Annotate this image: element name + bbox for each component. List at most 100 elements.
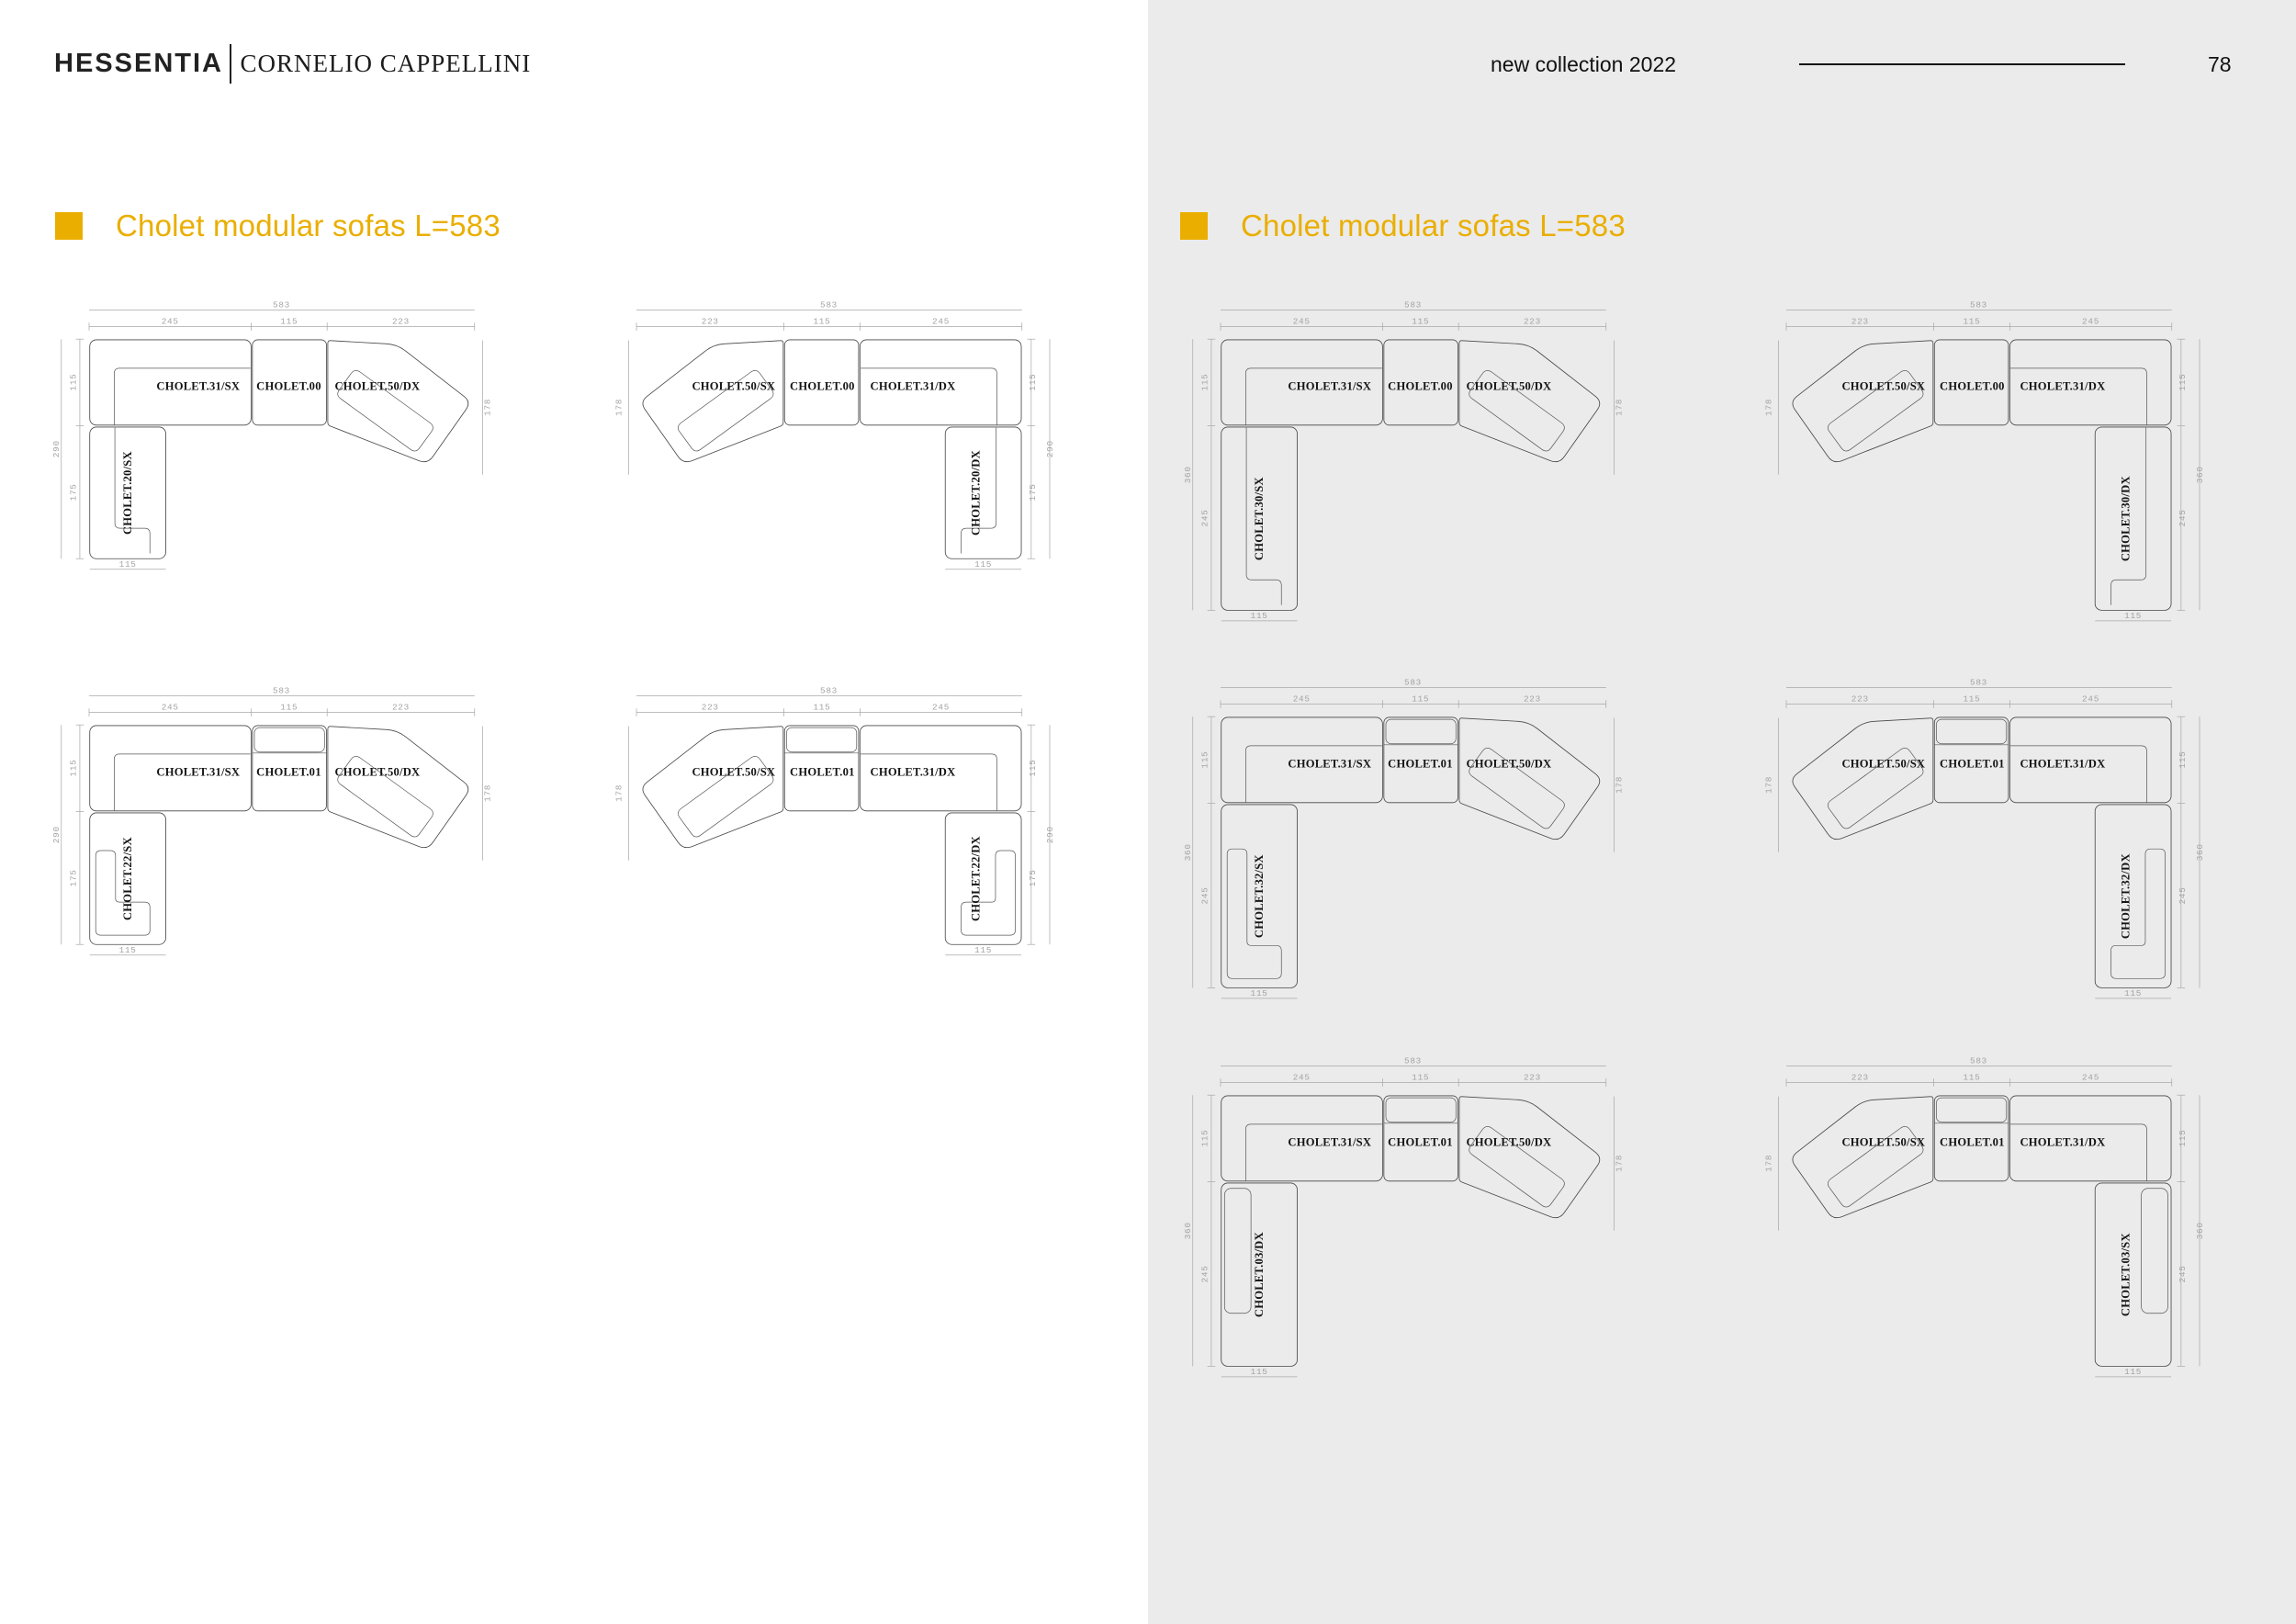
dim-chaise-drop: 178	[1614, 399, 1624, 416]
dim-side-segment: 175	[69, 483, 79, 501]
module-label-corner: CHOLET.31/DX	[2020, 757, 2106, 770]
dim-side-segment: 115	[1028, 373, 1038, 390]
dim-side-segment: 115	[69, 373, 79, 390]
dim-side-segment: 115	[69, 759, 79, 776]
title-bullet-icon	[1180, 212, 1208, 240]
dim-top-segment: 115	[1412, 694, 1429, 704]
module-inner-lines	[1828, 367, 2147, 605]
dim-chaise-drop: 178	[1763, 776, 1773, 794]
dim-chaise-drop: 178	[1763, 399, 1773, 416]
module-label-return: CHOLET.30/SX	[1253, 477, 1266, 560]
module-label-middle: CHOLET.00	[790, 379, 855, 392]
page-number: 78	[2208, 52, 2232, 76]
module-labels: CHOLET.31/DX CHOLET.00 CHOLET.50/SX CHOLET.…	[1841, 379, 2132, 560]
module-label-chaise: CHOLET.50/DX	[1466, 1135, 1551, 1148]
dim-bottom: 115	[2124, 988, 2142, 998]
dim-bottom: 115	[1251, 988, 1268, 998]
dim-top-total: 583	[1970, 677, 1987, 687]
dim-chaise-drop: 178	[613, 784, 624, 802]
dim-chaise-drop: 178	[1763, 1155, 1773, 1172]
module-label-chaise: CHOLET.50/SX	[1841, 1135, 1925, 1148]
module-label-corner: CHOLET.31/DX	[2020, 379, 2106, 392]
dim-side-total: 360	[2195, 466, 2205, 483]
dim-side-segment: 175	[1028, 483, 1038, 501]
dim-top-segment: 245	[1293, 1072, 1311, 1082]
dim-top-segment: 115	[1963, 316, 1980, 326]
module-outlines	[1792, 716, 2172, 988]
dim-top-segment: 115	[280, 702, 298, 712]
module-outlines	[642, 339, 1022, 559]
dim-side-segment: 115	[1200, 373, 1210, 390]
dim-top-segment: 223	[1524, 316, 1541, 326]
dim-side-segment: 245	[1200, 886, 1210, 904]
dim-top-segment: 223	[702, 316, 719, 326]
logo-divider	[229, 43, 232, 84]
dim-side-total: 360	[1183, 1222, 1193, 1239]
module-outlines	[89, 725, 469, 945]
module-outlines	[1792, 1095, 2172, 1367]
sofa-diagram-right-page-row3-right: CHOLET.31/DXCHOLET.01CHOLET.50/SXCHOLET.…	[1763, 1055, 2205, 1378]
brand-logo-hessentia: HESSENTIA	[54, 48, 223, 78]
dim-top-segment: 245	[162, 316, 179, 326]
dim-side-segment: 245	[2178, 1265, 2188, 1282]
dim-side-total: 360	[2195, 1222, 2205, 1239]
module-inner-lines	[1223, 1097, 1565, 1314]
module-label-return: CHOLET.30/DX	[2120, 476, 2133, 561]
dim-top-total: 583	[820, 685, 838, 695]
module-label-return: CHOLET.20/SX	[121, 451, 134, 535]
module-inner-lines	[1245, 367, 1565, 605]
module-label-chaise: CHOLET.50/DX	[334, 379, 420, 392]
section-title-right-text: Cholet modular sofas L=583	[1241, 209, 1626, 242]
dim-side-total: 360	[1183, 466, 1193, 483]
dim-top-segment: 245	[1293, 694, 1311, 704]
module-outlines	[1792, 339, 2172, 611]
module-label-corner: CHOLET.31/SX	[1288, 1135, 1371, 1148]
header-rule	[1799, 63, 2125, 65]
module-label-return: CHOLET.22/SX	[121, 837, 134, 920]
collection-label: new collection 2022	[1491, 52, 1677, 76]
dim-side-total: 290	[51, 826, 62, 843]
brand-logo-cornelio-cappellini: CORNELIO CAPPELLINI	[240, 49, 532, 77]
section-title-left-text: Cholet modular sofas L=583	[116, 209, 501, 242]
module-label-middle: CHOLET.00	[1940, 379, 2005, 392]
brand-logo: HESSENTIA CORNELIO CAPPELLINI	[54, 43, 531, 84]
module-label-middle: CHOLET.01	[790, 765, 855, 778]
dim-top-total: 583	[1404, 299, 1422, 310]
dim-top-total: 583	[273, 685, 290, 695]
dim-top-segment: 245	[932, 316, 950, 326]
dim-bottom: 115	[2124, 1367, 2142, 1377]
module-label-corner: CHOLET.31/SX	[156, 379, 240, 392]
module-outlines	[1221, 1095, 1601, 1367]
module-inner-lines	[114, 367, 433, 554]
dim-top-segment: 115	[280, 316, 298, 326]
dim-side-segment: 245	[1200, 1265, 1210, 1282]
module-outlines	[1221, 339, 1601, 611]
dim-top-segment: 245	[932, 702, 950, 712]
dim-side-segment: 115	[2178, 750, 2188, 768]
module-label-middle: CHOLET.01	[1388, 1135, 1453, 1148]
dim-top-total: 583	[273, 299, 290, 310]
sofa-diagram-left-page-bottom-right: CHOLET.31/DXCHOLET.01CHOLET.50/SXCHOLET.…	[613, 685, 1055, 955]
dim-top-total: 583	[1970, 299, 1987, 310]
module-label-chaise: CHOLET.50/DX	[1466, 757, 1551, 770]
module-label-chaise: CHOLET.50/DX	[1466, 379, 1551, 392]
module-label-chaise: CHOLET.50/SX	[1841, 379, 1925, 392]
dim-side-segment: 115	[2178, 373, 2188, 390]
module-inner-lines	[95, 727, 433, 936]
sofa-diagram-right-page-row2-right: CHOLET.31/DXCHOLET.01CHOLET.50/SXCHOLET.…	[1763, 677, 2205, 999]
module-label-return: CHOLET.32/DX	[2120, 853, 2133, 939]
